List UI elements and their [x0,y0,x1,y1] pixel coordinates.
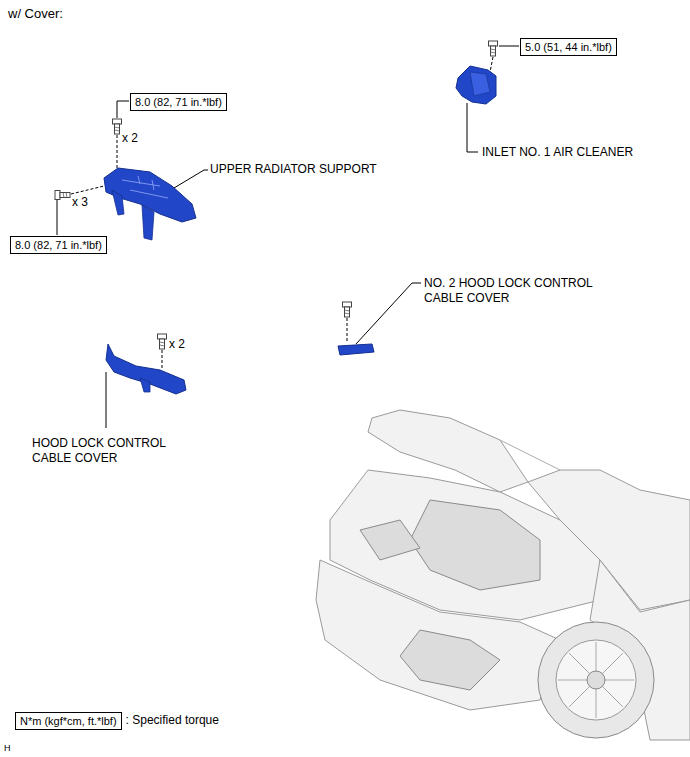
legend-text: : Specified torque [126,713,219,728]
torque-value: 8.0 (82, 71 in.*lbf) [135,96,222,108]
legend-box: N*m (kgf*cm, ft.*lbf) [15,712,122,730]
quantity-label: x 3 [72,195,88,210]
torque-box: 8.0 (82, 71 in.*lbf) [130,93,227,111]
part-name: HOOD LOCK CONTROL CABLE COVER [32,436,172,466]
torque-box: 8.0 (82, 71 in.*lbf) [10,236,107,254]
part-name: INLET NO. 1 AIR CLEANER [482,145,633,160]
torque-box: 5.0 (51, 44 in.*lbf) [520,38,617,56]
quantity-label: x 2 [169,337,185,352]
figure-code: H [4,741,11,756]
quantity-label: x 2 [122,131,138,146]
part-name: UPPER RADIATOR SUPPORT [210,162,377,177]
torque-value: 5.0 (51, 44 in.*lbf) [525,41,612,53]
heading-note: w/ Cover: [8,6,63,21]
torque-value: 8.0 (82, 71 in.*lbf) [15,239,102,251]
part-name: NO. 2 HOOD LOCK CONTROL CABLE COVER [424,276,614,306]
torque-value: N*m (kgf*cm, ft.*lbf) [20,715,117,727]
